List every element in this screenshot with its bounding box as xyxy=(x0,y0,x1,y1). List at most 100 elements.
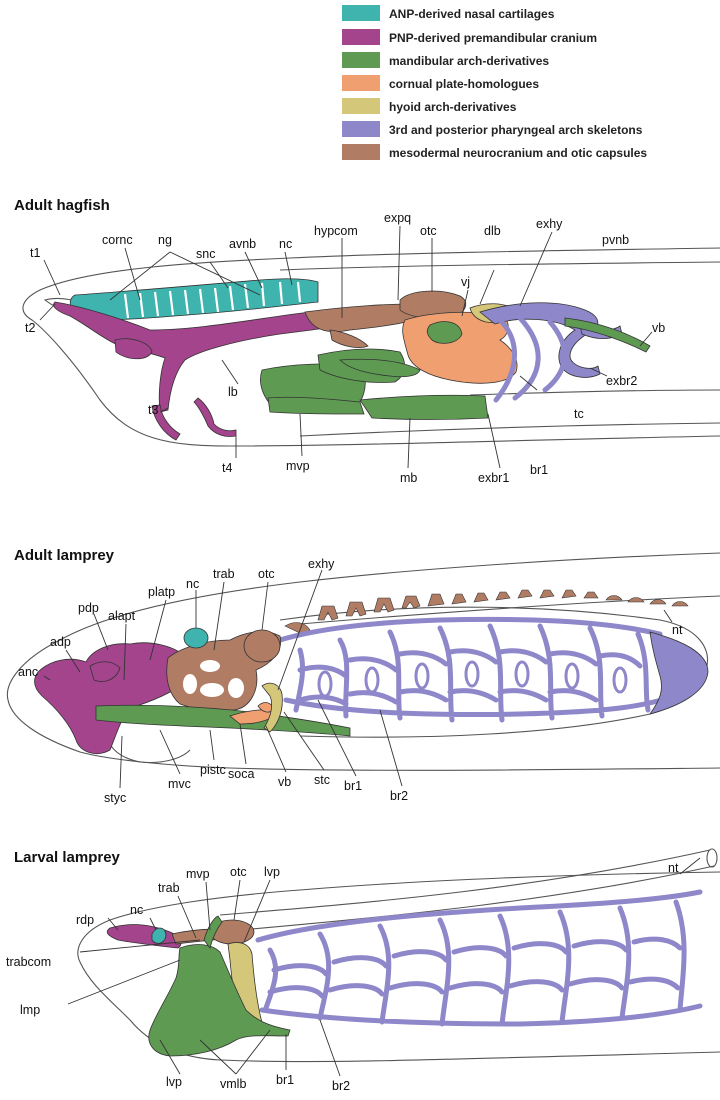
gill-openings xyxy=(317,660,628,698)
legend-swatch xyxy=(342,52,380,68)
neurocranium-window xyxy=(200,660,220,672)
legend-item-anp: ANP-derived nasal cartilages xyxy=(342,5,555,21)
legend-swatch xyxy=(342,29,380,45)
label-otc: otc xyxy=(230,865,247,879)
label-t1: t1 xyxy=(30,246,40,260)
label-cornc: cornc xyxy=(102,233,133,247)
label-br2: br2 xyxy=(390,789,408,803)
legend-item-pnp: PNP-derived premandibular cranium xyxy=(342,29,597,45)
label-t3: t3 xyxy=(148,403,158,417)
premandibular-shape xyxy=(89,661,121,682)
label-nc: nc xyxy=(186,577,199,591)
panel-larval-lamprey: Larval lamprey xyxy=(6,848,720,1093)
label-dlb: dlb xyxy=(484,224,501,238)
label-pvnb: pvnb xyxy=(602,233,629,247)
label-br1: br1 xyxy=(344,779,362,793)
label-lvp-top: lvp xyxy=(264,865,280,879)
label-mvc: mvc xyxy=(168,777,191,791)
larval-leaders xyxy=(67,857,701,1077)
hagfish-body-outline xyxy=(299,422,720,437)
label-vmlb: vmlb xyxy=(220,1077,246,1091)
legend-swatch xyxy=(342,5,380,21)
mandibular-shape xyxy=(359,394,489,420)
label-t2: t2 xyxy=(25,321,35,335)
hagfish-labels: t1 t2 cornc ng snc avnb nc hypcom expq o… xyxy=(25,211,665,485)
label-nc: nc xyxy=(279,237,292,251)
label-br1: br1 xyxy=(530,463,548,477)
panel-adult-hagfish: Adult hagfish xyxy=(14,197,720,485)
premandibular-tentacle xyxy=(193,397,237,437)
hagfish-mesodermal xyxy=(304,290,467,348)
hagfish-dental-plate xyxy=(426,321,463,344)
label-adp: adp xyxy=(50,635,71,649)
label-vb: vb xyxy=(278,775,291,789)
hagfish-body-outline xyxy=(469,389,720,396)
pericardial-cartilage xyxy=(649,631,709,715)
lamprey-labels: nc trab otc exhy platp pdp alapt adp anc… xyxy=(18,557,683,805)
label-exhy: exhy xyxy=(308,557,335,571)
label-br2: br2 xyxy=(332,1079,350,1093)
label-lvp-bottom: lvp xyxy=(166,1075,182,1089)
label-snc: snc xyxy=(196,247,215,261)
legend-label: mesodermal neurocranium and otic capsule… xyxy=(389,146,647,160)
panel-title: Adult hagfish xyxy=(14,197,110,214)
lamprey-nasal-capsule xyxy=(183,627,209,649)
hagfish-nasal-capsule xyxy=(69,278,319,321)
pharyngeal-arc xyxy=(512,315,541,401)
pharyngeal-arc xyxy=(542,319,567,393)
label-nt: nt xyxy=(668,861,679,875)
label-rdp: rdp xyxy=(76,913,94,927)
label-vj: vj xyxy=(461,275,470,289)
larval-notochord xyxy=(239,865,715,931)
label-mvp: mvp xyxy=(186,867,210,881)
label-platp: platp xyxy=(148,585,175,599)
legend-swatch xyxy=(342,98,380,114)
legend-swatch xyxy=(342,144,380,160)
label-avnb: avnb xyxy=(229,237,256,251)
label-pistc: pistc xyxy=(200,763,226,777)
nasal-capsule-rings xyxy=(123,281,302,319)
label-nc: nc xyxy=(130,903,143,917)
label-hypcom: hypcom xyxy=(314,224,358,238)
larval-notochord xyxy=(219,849,711,916)
label-tc: tc xyxy=(574,407,584,421)
lamprey-hyoid xyxy=(261,682,283,733)
label-vb: vb xyxy=(652,321,665,335)
label-br1: br1 xyxy=(276,1073,294,1087)
hagfish-body-outline xyxy=(22,247,720,447)
legend-item-pharyngeal: 3rd and posterior pharyngeal arch skelet… xyxy=(342,121,643,137)
legend-label: PNP-derived premandibular cranium xyxy=(389,31,597,45)
basket-mesh xyxy=(277,616,693,723)
legend-item-mesodermal: mesodermal neurocranium and otic capsule… xyxy=(342,144,647,160)
label-alapt: alapt xyxy=(108,609,136,623)
legend-swatch xyxy=(342,75,380,91)
lamprey-body-outline xyxy=(299,595,720,625)
label-trab: trab xyxy=(158,881,180,895)
lamprey-mandibular xyxy=(95,704,351,737)
hagfish-premandibular xyxy=(53,301,351,441)
hagfish-body-outline xyxy=(279,261,720,271)
label-mvp: mvp xyxy=(286,459,310,473)
label-trab: trab xyxy=(213,567,235,581)
label-styc: styc xyxy=(104,791,126,805)
label-lmp: lmp xyxy=(20,1003,40,1017)
neurocranium-window xyxy=(200,683,224,697)
label-expq: expq xyxy=(384,211,411,225)
mandibular-shape xyxy=(267,396,365,415)
legend-label: hyoid arch-derivatives xyxy=(389,100,517,114)
label-mb: mb xyxy=(400,471,417,485)
lamprey-branchial-basket xyxy=(277,616,709,723)
legend-label: ANP-derived nasal cartilages xyxy=(389,7,555,21)
lamprey-arcualia xyxy=(284,589,689,635)
larval-notochord-tip xyxy=(706,848,718,868)
larval-nasal-capsule xyxy=(151,927,167,944)
lamprey-body-outline xyxy=(6,552,720,771)
larval-basket-mesh xyxy=(255,889,703,1027)
hagfish-ventral-bar xyxy=(564,317,651,353)
larval-body-outline xyxy=(77,871,720,1063)
label-pdp: pdp xyxy=(78,601,99,615)
lamprey-neurocranium xyxy=(166,629,282,712)
label-t4: t4 xyxy=(222,461,232,475)
mandibular-shape xyxy=(339,358,421,378)
